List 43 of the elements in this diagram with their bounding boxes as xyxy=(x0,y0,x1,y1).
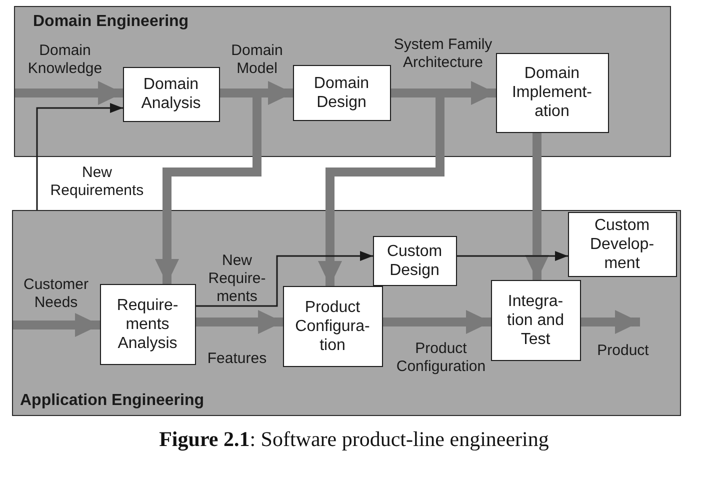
arrow xyxy=(581,310,640,334)
edge-label: Product Configuration xyxy=(395,340,487,376)
arrow xyxy=(196,251,373,307)
arrow xyxy=(196,310,283,334)
process-label: Custom Develop- ment xyxy=(588,216,656,272)
arrow xyxy=(257,81,293,105)
edge-label: Product xyxy=(596,342,650,360)
arrow xyxy=(457,251,568,261)
section-panel xyxy=(12,210,681,416)
arrow xyxy=(318,98,444,286)
section-title: Domain Engineering xyxy=(33,13,189,31)
edge-label: New Require- ments xyxy=(207,252,267,306)
arrow xyxy=(36,103,123,210)
arrow xyxy=(383,310,491,334)
process-label: Integra- tion and Test xyxy=(506,292,565,348)
process-box xyxy=(496,52,608,132)
arrow xyxy=(13,313,100,337)
figure-caption: Figure 2.1: Software product-line engineering xyxy=(159,427,549,451)
edge-label: Domain Knowledge xyxy=(26,42,104,78)
process-box xyxy=(292,64,390,120)
edge-label: New Requirements xyxy=(49,164,145,200)
edge-label: System Family Architecture xyxy=(392,36,494,72)
arrow xyxy=(525,133,549,280)
section-title: Application Engineering xyxy=(20,392,204,410)
process-label: Custom Design xyxy=(386,242,444,280)
process-box xyxy=(372,236,456,286)
process-box xyxy=(282,286,382,366)
process-box xyxy=(100,284,196,364)
process-box xyxy=(122,66,220,122)
edge-label: Domain Model xyxy=(230,42,284,78)
arrow xyxy=(155,98,262,284)
process-label: Product Configura- tion xyxy=(294,298,371,354)
process-box xyxy=(568,212,676,276)
edge-label: Customer Needs xyxy=(22,276,90,312)
process-label: Require- ments Analysis xyxy=(116,296,180,352)
arrow xyxy=(440,81,496,105)
process-label: Domain Design xyxy=(312,74,370,112)
process-label: Domain Analysis xyxy=(140,75,202,113)
edge-label: Features xyxy=(206,350,268,368)
section-panel xyxy=(14,6,671,157)
process-box xyxy=(490,280,580,360)
process-label: Domain Implement- ation xyxy=(510,64,594,121)
arrow xyxy=(15,81,123,105)
